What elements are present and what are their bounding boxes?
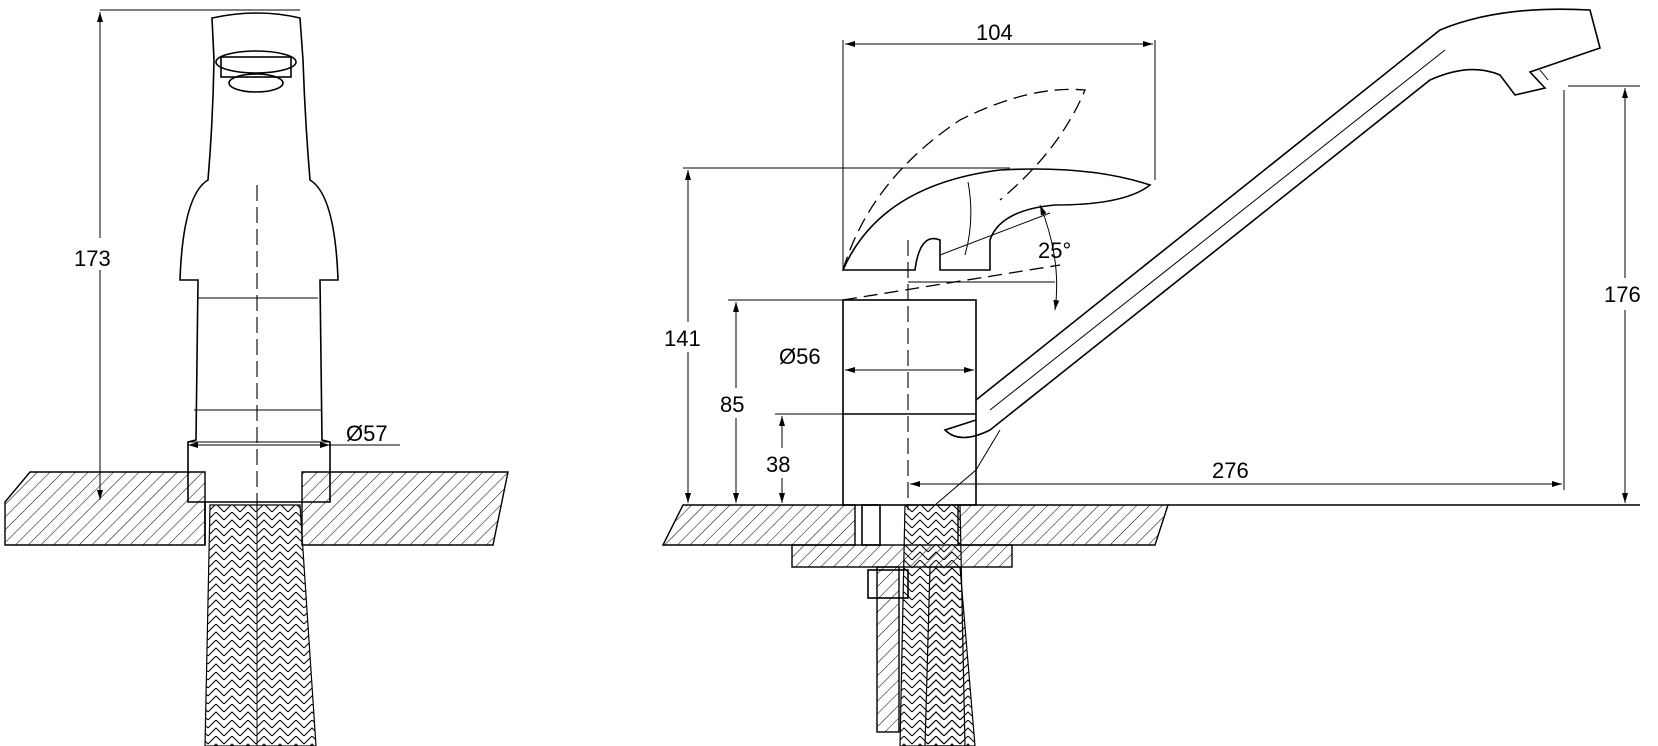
dim-diameter-57: Ø57 [346,421,388,446]
side-countertop-right [957,504,1169,546]
side-view: 25° 104 141 85 38 Ø56 276 [661,8,1653,746]
side-faucet-body [842,299,977,506]
dim-height-85: 85 [720,392,744,417]
handle-raised-outline [842,88,1086,271]
side-countertop [661,504,856,546]
front-view: 173 Ø57 [4,9,509,746]
front-supply-hose [204,504,317,746]
dim-width-104: 104 [976,20,1013,45]
mounting-plate [791,544,1013,568]
dim-height-176: 176 [1604,282,1641,307]
handle-lever [841,168,1152,271]
spout [943,8,1601,439]
front-countertop-right [301,471,509,546]
dim-height-173: 173 [74,246,111,271]
front-countertop [4,471,206,546]
angle-arc [1039,204,1060,311]
threaded-stud [876,566,900,733]
dim-height-141: 141 [664,326,701,351]
dim-diameter-56: Ø56 [779,344,821,369]
dim-reach-276: 276 [1212,458,1249,483]
dim-height-38: 38 [766,452,790,477]
dim-angle-25: 25° [1038,238,1071,263]
front-faucet-body [179,12,339,503]
